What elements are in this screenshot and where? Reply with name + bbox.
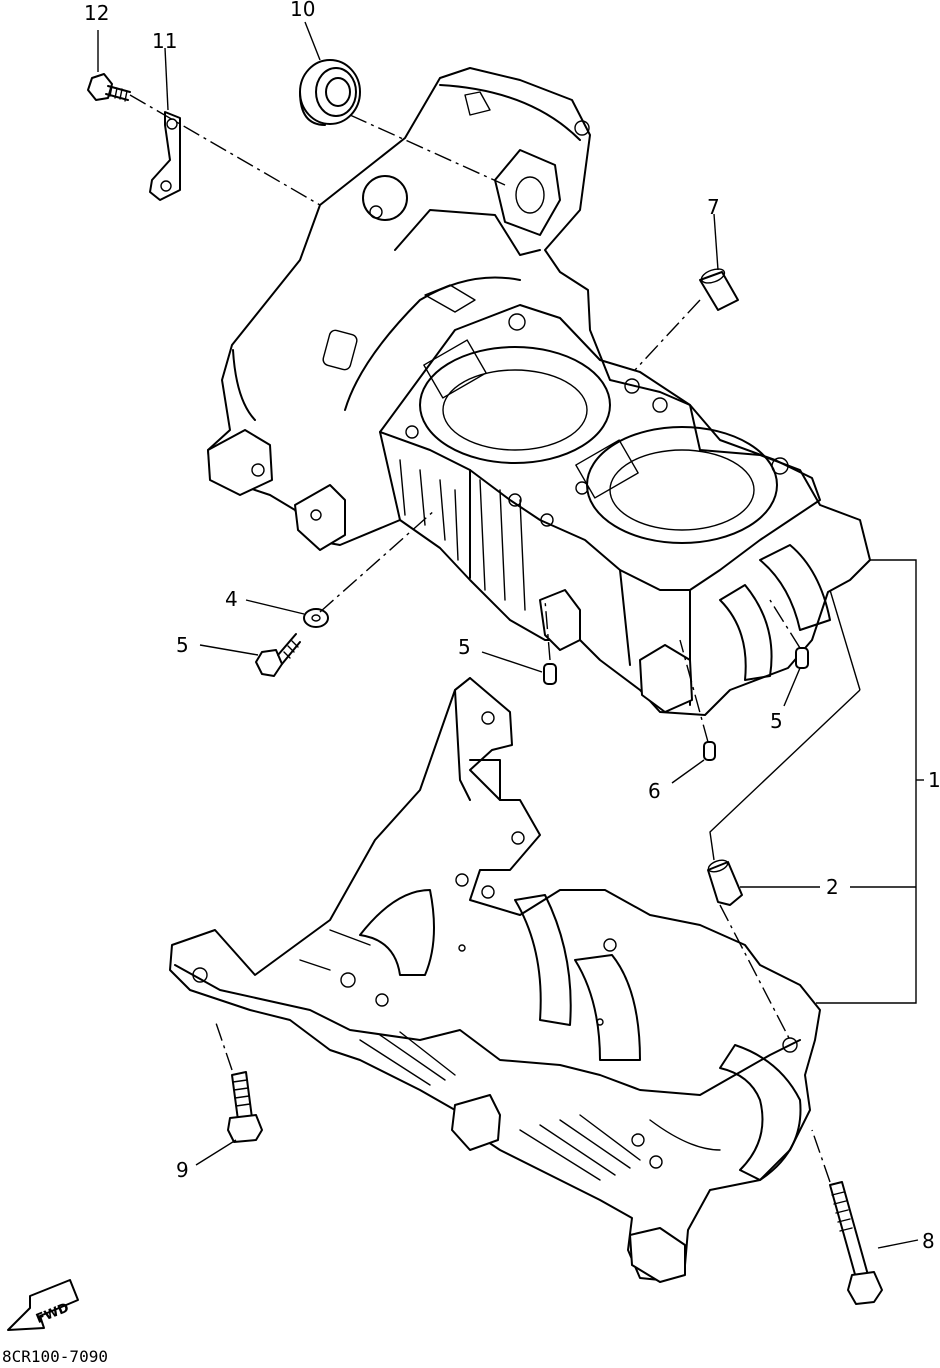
callout-labels: 12 11 10 7 4 5 5 5 6 1 2 9 8 bbox=[84, 0, 940, 1253]
callout-9: 9 bbox=[176, 1158, 189, 1182]
part-5-pin-right bbox=[795, 647, 809, 669]
callout-8: 8 bbox=[922, 1229, 935, 1253]
part-2-plug bbox=[707, 859, 743, 906]
part-11-stay bbox=[149, 111, 181, 201]
part-5-pin-left bbox=[543, 663, 557, 685]
callout-10: 10 bbox=[290, 0, 315, 21]
drawing-code: 8CR100-7090 bbox=[2, 1347, 108, 1366]
part-6-pin bbox=[703, 741, 716, 761]
callout-7: 7 bbox=[707, 195, 720, 219]
fwd-arrow: FWD bbox=[7, 1279, 79, 1331]
callout-3: 4 bbox=[225, 587, 238, 611]
callout-4: 5 bbox=[176, 633, 189, 657]
callout-2: 2 bbox=[826, 875, 839, 899]
callout-6: 6 bbox=[648, 779, 661, 803]
part-8-bolt bbox=[829, 1181, 883, 1305]
part-12-bolt bbox=[87, 73, 131, 102]
callout-12: 12 bbox=[84, 1, 109, 25]
part-7-dowel bbox=[699, 268, 739, 311]
callout-5-right: 5 bbox=[770, 709, 783, 733]
callout-5-left: 5 bbox=[458, 635, 471, 659]
part-9-bolt bbox=[227, 1071, 263, 1143]
callout-11: 11 bbox=[152, 29, 177, 53]
part-10-bearing bbox=[299, 59, 361, 126]
upper-crankcase bbox=[207, 67, 871, 716]
callout-1: 1 bbox=[928, 768, 940, 792]
lower-crankcase bbox=[169, 677, 821, 1283]
part-3-washer bbox=[303, 608, 329, 628]
assembly-lines bbox=[129, 94, 831, 1183]
part-4-bolt bbox=[255, 633, 301, 677]
leader-lines bbox=[97, 21, 924, 1249]
